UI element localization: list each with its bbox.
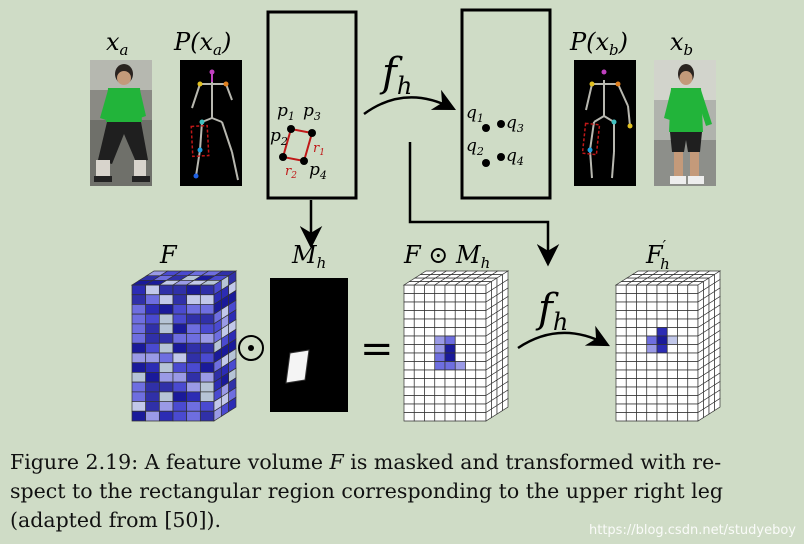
label-fh-top: fh (379, 50, 412, 100)
point-q3 (497, 120, 505, 128)
label-q2: q2 (466, 136, 484, 158)
label-p1: p1 (277, 101, 295, 123)
transformed-volume-Fprime (614, 270, 722, 422)
point-q1 (482, 124, 490, 132)
figure-caption: Figure 2.19: A feature volume F is maske… (10, 448, 800, 535)
label-Mh: Mh (291, 241, 326, 272)
caption-line-3: (adapted from [50]). (10, 508, 221, 532)
transform-arrow-bottom (517, 325, 610, 350)
label-p4: p4 (309, 160, 327, 182)
point-p2 (279, 153, 287, 161)
point-q4 (497, 153, 505, 161)
point-p4 (300, 157, 308, 165)
source-region-box (266, 10, 358, 200)
label-xa: xa (106, 28, 129, 59)
label-pxb: P(xb) (569, 28, 628, 59)
label-xb: xb (670, 28, 693, 59)
person-b-photo (654, 60, 716, 186)
person-a-photo (90, 60, 152, 186)
target-region-box (460, 8, 552, 200)
label-p2: p2 (270, 126, 288, 148)
target-points: q1 q3 q2 q4 (466, 103, 524, 168)
label-q3: q3 (506, 113, 524, 135)
label-F: F (159, 241, 178, 269)
label-q1: q1 (466, 103, 484, 125)
caption-line-2: spect to the rectangular region correspo… (10, 479, 723, 503)
label-fh-bottom: fh (535, 286, 568, 336)
point-p3 (308, 129, 316, 137)
transform-arrow-top (363, 89, 457, 116)
label-Fprime: F′h (645, 237, 670, 273)
caption-line-1: Figure 2.19: A feature volume F is maske… (10, 450, 722, 474)
label-r1: r1 (313, 141, 325, 158)
pose-b-skeleton (574, 60, 636, 186)
odot-operator (238, 335, 264, 361)
point-q2 (482, 159, 490, 167)
label-FMh: F ⊙ Mh (403, 241, 490, 272)
arrow-to-transform (408, 142, 560, 267)
equals-operator: = (360, 326, 394, 372)
masked-volume-FMh (402, 270, 510, 422)
label-p3: p3 (303, 101, 321, 123)
pose-a-skeleton (180, 60, 242, 186)
mask-Mh (270, 278, 348, 412)
point-p1 (287, 125, 295, 133)
feature-volume-F (130, 270, 238, 422)
watermark: https://blog.csdn.net/studyeboy (588, 523, 796, 538)
label-pxa: P(xa) (173, 28, 231, 59)
label-r2: r2 (285, 164, 297, 181)
source-points: p1 p3 p2 p4 r1 r2 (270, 101, 327, 182)
label-q4: q4 (506, 146, 524, 168)
